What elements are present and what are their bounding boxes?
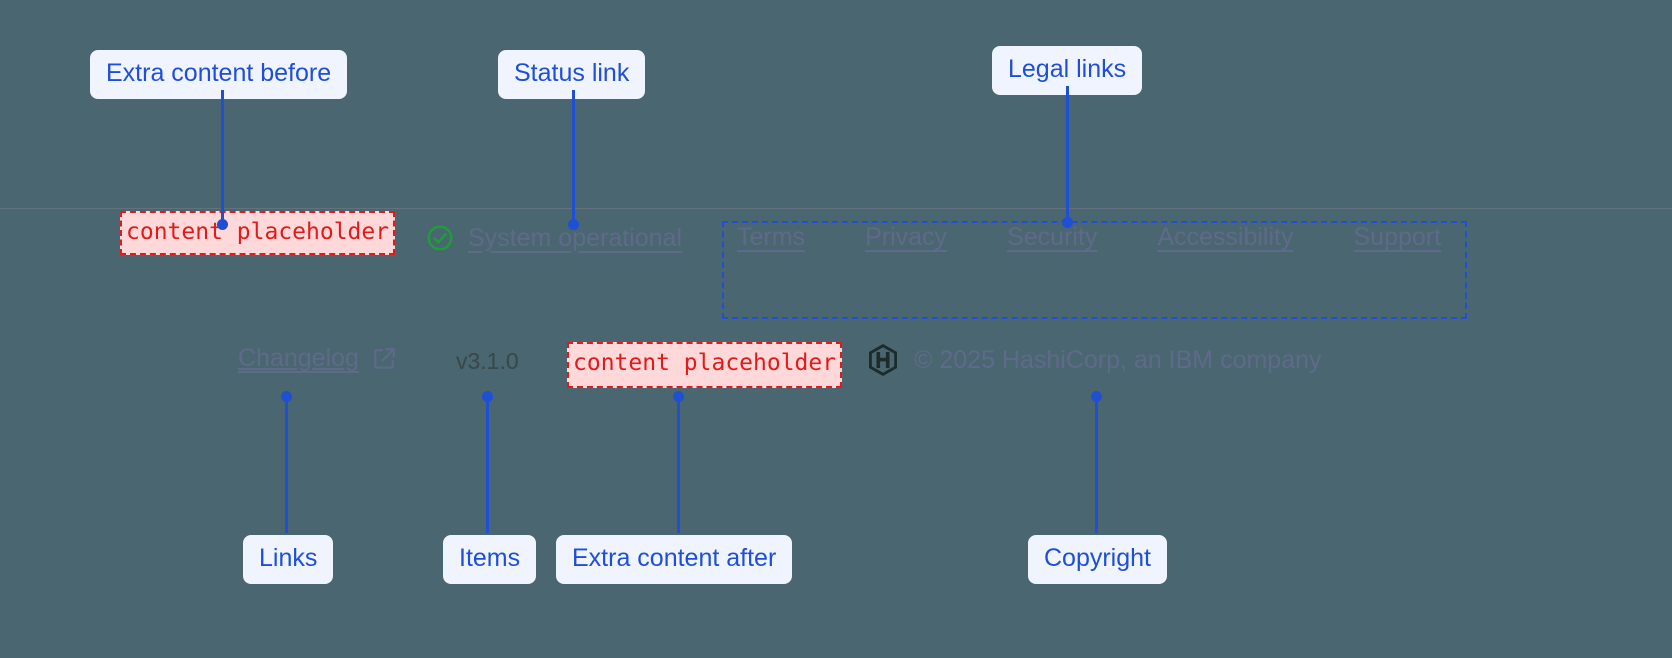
legal-link-privacy[interactable]: Privacy [865, 223, 948, 251]
annotation-connector-line [677, 396, 680, 533]
annotation-callout: Extra content before [90, 50, 348, 99]
annotation-connector-dot [673, 391, 684, 402]
annotation-connector-dot [568, 219, 579, 230]
annotation-connector-dot [482, 391, 493, 402]
annotation-connector-dot [1091, 391, 1102, 402]
annotation-connector-line [1066, 86, 1069, 222]
annotation-callout: Links [243, 535, 334, 584]
copyright-text: © 2025 HashiCorp, an IBM company [914, 345, 1322, 374]
status-link[interactable]: System operational [425, 223, 682, 253]
legal-link-support[interactable]: Support [1353, 223, 1442, 251]
annotation-connector-dot [281, 391, 292, 402]
copyright: © 2025 HashiCorp, an IBM company [868, 344, 1322, 376]
annotation-connector-line [572, 90, 575, 224]
hashicorp-logo-icon [868, 344, 898, 376]
annotation-connector-line [285, 396, 288, 533]
version-label: v3.1.0 [456, 348, 519, 374]
extra-content-after-placeholder: content placeholder [567, 342, 843, 388]
annotation-connector-line [486, 396, 489, 533]
annotation-callout: Copyright [1028, 535, 1167, 584]
annotation-connector-line [1095, 396, 1098, 533]
legal-link-terms[interactable]: Terms [737, 223, 806, 251]
check-circle-icon [425, 223, 455, 253]
annotation-callout: Items [443, 535, 537, 584]
external-link-icon [371, 346, 397, 372]
legal-links-highlight-box [722, 221, 1467, 319]
legal-link-accessibility[interactable]: Accessibility [1157, 223, 1294, 251]
annotation-connector-line [221, 90, 224, 224]
changelog-label: Changelog [238, 344, 359, 372]
extra-content-before-placeholder: content placeholder [120, 211, 396, 255]
changelog-link[interactable]: Changelog [238, 344, 397, 373]
annotation-callout: Extra content after [556, 535, 793, 584]
annotation-callout: Status link [498, 50, 646, 99]
site-footer: content placeholder System operational T… [0, 208, 1672, 448]
legal-link-security[interactable]: Security [1007, 223, 1098, 251]
annotation-connector-dot [217, 219, 228, 230]
legal-links-list: Terms Privacy Security Accessibility Sup… [737, 223, 1441, 252]
annotation-connector-dot [1062, 217, 1073, 228]
